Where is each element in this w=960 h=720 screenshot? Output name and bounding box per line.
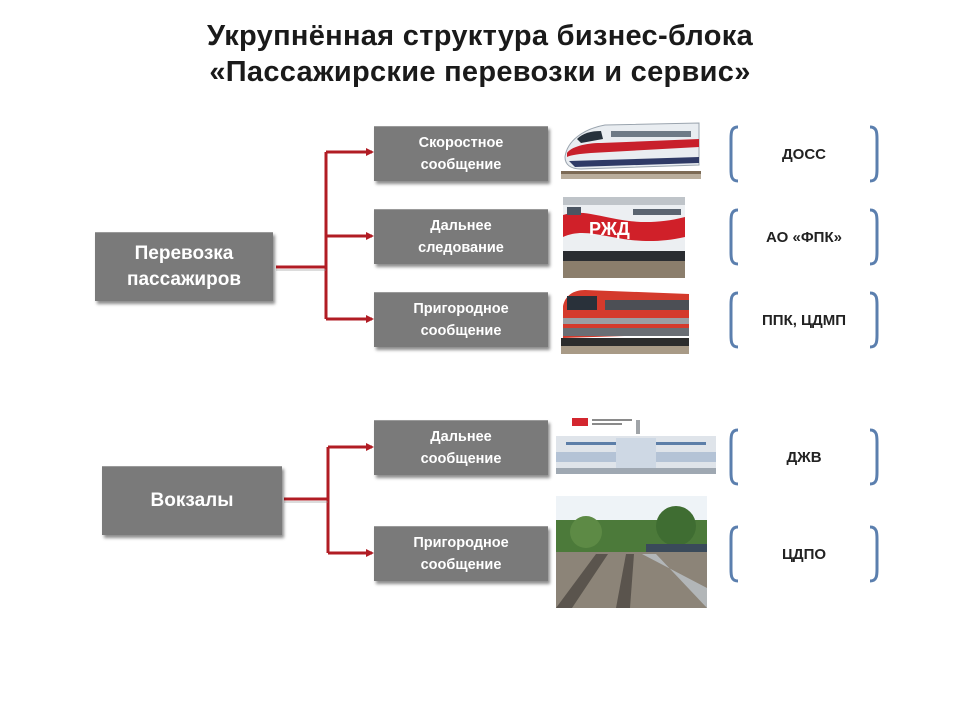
- operator-label: ЦДПО: [781, 545, 827, 563]
- category-label: Скоростное сообщение: [418, 135, 504, 173]
- operator-bracket-doss: ДОСС: [728, 125, 880, 183]
- operator-label: ДОСС: [781, 145, 827, 163]
- group-box-passenger-transport: Перевозка пассажиров: [95, 232, 273, 301]
- category-box-long-distance: Дальнее следование: [374, 209, 548, 264]
- operator-bracket-fpk: АО «ФПК»: [728, 208, 880, 266]
- category-box-high-speed: Скоростное сообщение: [374, 126, 548, 181]
- page-title: Укрупнённая структура бизнес-блока «Пасс…: [0, 18, 960, 90]
- operator-label: ППК, ЦДМП: [762, 311, 846, 329]
- group-label: Перевозка пассажиров: [126, 243, 242, 290]
- category-label: Дальнее следование: [418, 218, 504, 256]
- category-label: Дальнее сообщение: [420, 429, 502, 467]
- title-line-2: «Пассажирские перевозки и сервис»: [209, 56, 751, 88]
- group-label: Вокзалы: [150, 490, 234, 511]
- long-distance-train-photo: РЖД: [563, 193, 685, 278]
- operator-bracket-dzhv: ДЖВ: [728, 428, 880, 486]
- category-box-station-suburban: Пригородное сообщение: [374, 526, 548, 581]
- group-box-stations: Вокзалы: [102, 466, 282, 535]
- operator-label: ДЖВ: [786, 448, 822, 466]
- suburban-train-photo: [561, 284, 689, 354]
- operator-bracket-ppk: ППК, ЦДМП: [728, 291, 880, 349]
- svg-text:РЖД: РЖД: [589, 219, 630, 239]
- category-label: Пригородное сообщение: [413, 301, 509, 339]
- category-box-station-long-distance: Дальнее сообщение: [374, 420, 548, 475]
- station-building-photo: [556, 414, 716, 474]
- operator-bracket-tsdpo: ЦДПО: [728, 525, 880, 583]
- suburban-platform-photo: [556, 496, 707, 608]
- category-label: Пригородное сообщение: [413, 535, 509, 573]
- title-line-1: Укрупнённая структура бизнес-блока: [206, 20, 754, 52]
- operator-label: АО «ФПК»: [766, 228, 842, 246]
- high-speed-train-photo: [561, 117, 701, 179]
- category-box-suburban: Пригородное сообщение: [374, 292, 548, 347]
